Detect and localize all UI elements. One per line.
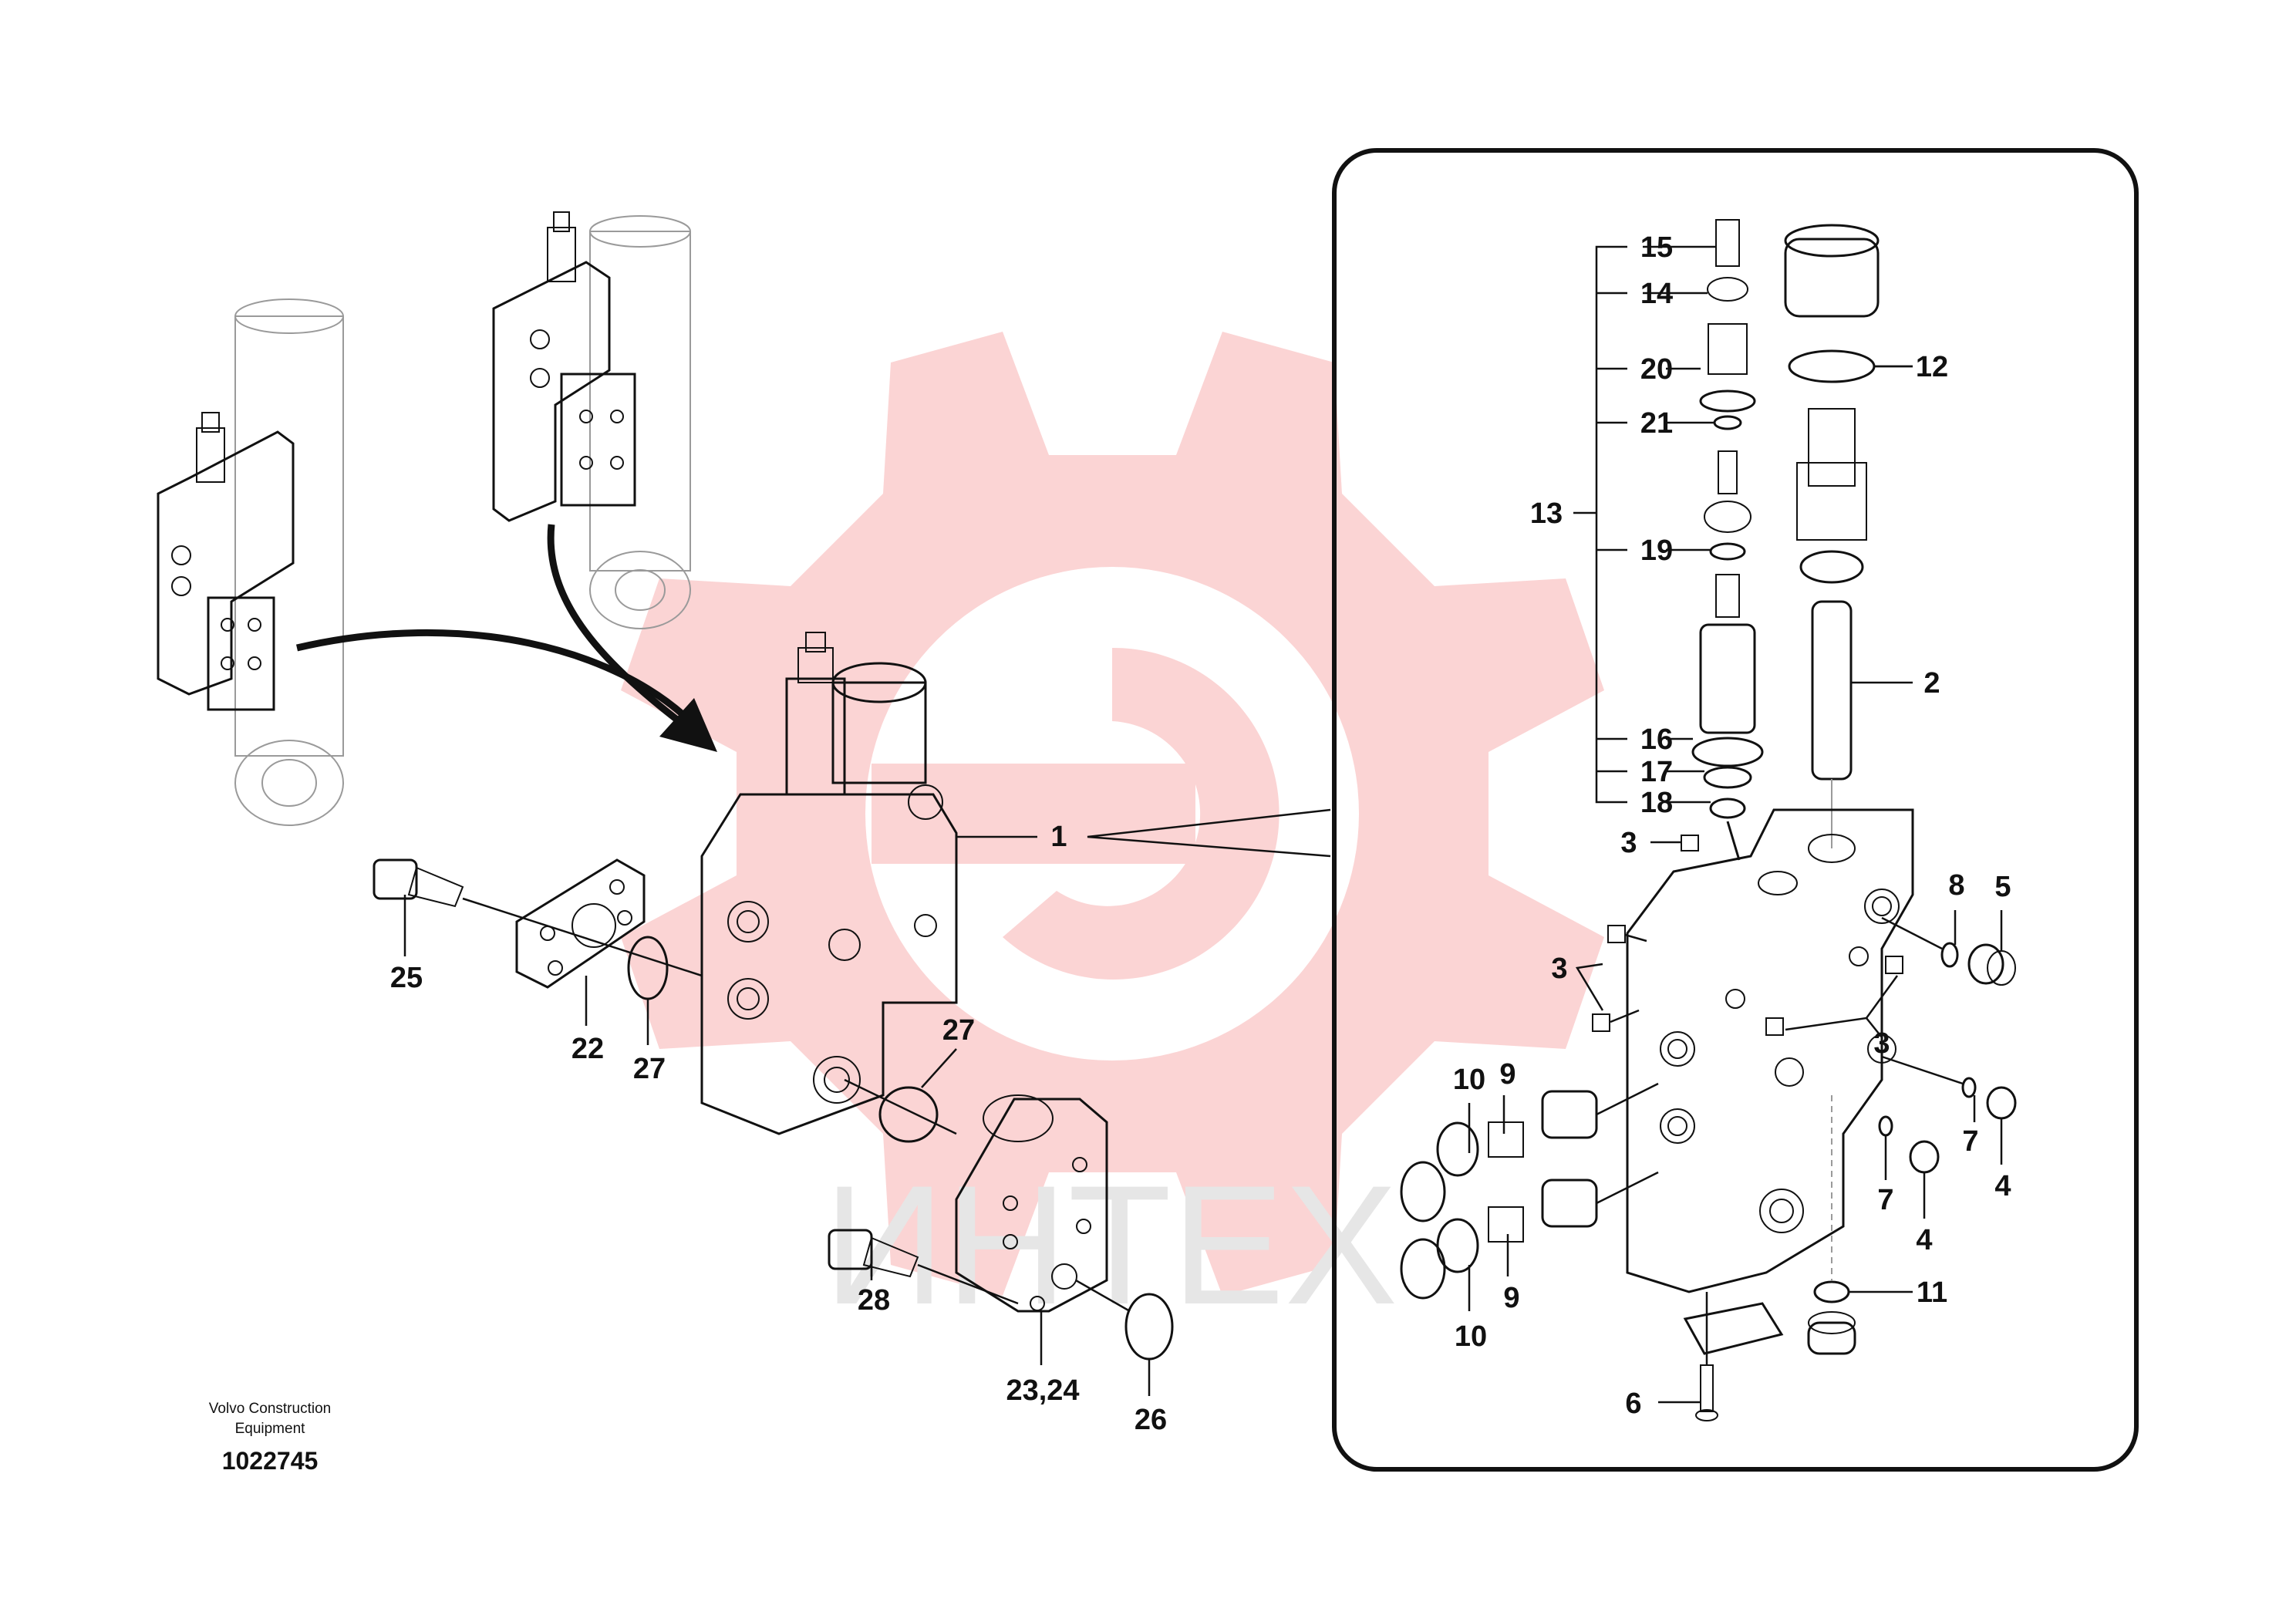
relief-cartridge-stack (1691, 219, 1764, 819)
document-number: 1022745 (222, 1447, 319, 1475)
label-1: 1 (1050, 821, 1067, 853)
label-27-right: 27 (942, 1014, 975, 1047)
detail-view-frame (1332, 148, 2139, 1472)
label-3-right: 3 (1873, 1027, 1890, 1060)
main-valve-block (700, 632, 958, 1135)
label-20: 20 (1640, 353, 1673, 386)
label-25: 25 (390, 962, 423, 994)
label-3-top: 3 (1620, 827, 1637, 859)
label-12: 12 (1916, 351, 1948, 383)
label-9-top: 9 (1499, 1058, 1515, 1091)
check-valve-lower (1400, 1179, 1598, 1300)
label-9-bottom: 9 (1503, 1282, 1519, 1314)
label-7-right: 7 (1962, 1125, 1978, 1158)
caption-line-1: Volvo Construction (209, 1401, 331, 1417)
plug-5 (1967, 943, 2016, 986)
label-16: 16 (1640, 723, 1673, 756)
plug-3-left-a (1607, 925, 1626, 943)
o-ring-8 (1940, 942, 1959, 968)
label-2: 2 (1923, 667, 1940, 700)
label-26: 26 (1135, 1404, 1167, 1436)
check-valve-upper (1400, 1090, 1598, 1222)
valve-on-cylinder-right (492, 211, 636, 522)
boom-cylinder-right (589, 215, 691, 629)
label-11: 11 (1917, 1276, 1947, 1309)
arrowhead (659, 698, 717, 752)
bolt-25 (373, 858, 464, 908)
boom-cylinder-left (234, 298, 344, 826)
label-15: 15 (1640, 231, 1673, 264)
plug-4-right (1986, 1086, 2017, 1120)
label-4-right: 4 (1994, 1170, 2011, 1202)
label-5: 5 (1994, 871, 2011, 903)
label-17: 17 (1640, 756, 1673, 788)
o-ring-27-right (878, 1086, 939, 1143)
o-ring-11 (1813, 1280, 1850, 1303)
label-8: 8 (1948, 869, 1964, 902)
mounting-arrow-left (295, 629, 697, 728)
label-10-bottom: 10 (1455, 1320, 1487, 1353)
plug-3-top (1681, 835, 1699, 851)
label-28: 28 (858, 1284, 890, 1317)
bolt-6 (1695, 1364, 1718, 1421)
label-13: 13 (1530, 497, 1563, 530)
plug-3-right-a (1885, 956, 1903, 974)
label-6: 6 (1625, 1388, 1641, 1420)
caption-line-2: Equipment (235, 1421, 306, 1437)
mounting-arrow-right (547, 524, 696, 736)
label-27-left: 27 (633, 1053, 666, 1085)
flange-23-24 (955, 1094, 1108, 1313)
plug-4-mid (1909, 1140, 1940, 1174)
o-ring-7-right (1961, 1077, 1977, 1098)
label-10-top: 10 (1453, 1064, 1485, 1096)
label-7-mid: 7 (1877, 1184, 1893, 1216)
label-14: 14 (1640, 278, 1673, 310)
label-21: 21 (1640, 407, 1673, 440)
plug-bottom (1807, 1311, 1856, 1355)
spool-valve-stack (1784, 224, 1880, 781)
plug-3-left-b (1592, 1013, 1610, 1032)
label-22: 22 (571, 1033, 604, 1065)
o-ring-7-mid (1878, 1115, 1893, 1137)
label-4-mid: 4 (1916, 1224, 1932, 1256)
gear-logo-watermark (621, 332, 1604, 1296)
valve-block-detail (1626, 808, 1914, 1293)
plug-3-right-b (1765, 1017, 1784, 1036)
label-23-24: 23,24 (1006, 1374, 1079, 1407)
watermark-text: ИНТЕХ (824, 1150, 1398, 1340)
flange-22 (515, 858, 646, 989)
name-plate (1683, 1302, 1784, 1355)
label-19: 19 (1640, 534, 1673, 567)
label-3-left: 3 (1551, 953, 1567, 985)
valve-on-cylinder-left (157, 412, 295, 711)
label-18: 18 (1640, 787, 1673, 819)
